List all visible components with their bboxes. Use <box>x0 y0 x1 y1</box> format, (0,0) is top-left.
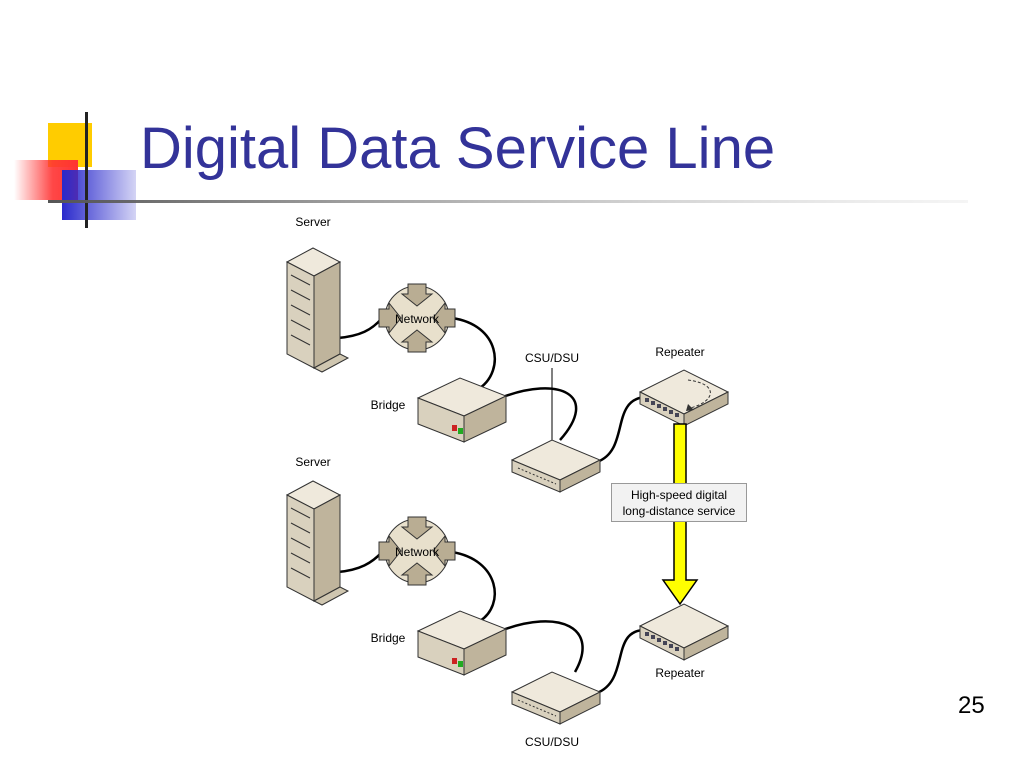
network-label: Network <box>395 312 440 326</box>
bridge-icon <box>416 610 508 676</box>
cable-network-bridge <box>451 316 496 390</box>
bridge-label: Bridge <box>371 631 406 645</box>
bridge-label: Bridge <box>371 398 406 412</box>
bottom-cables <box>337 550 646 695</box>
repeater-icon <box>638 603 730 661</box>
cable-bridge-csu <box>499 387 578 441</box>
callout-line-1: High-speed digital <box>630 488 728 502</box>
vertical-rule <box>85 112 88 228</box>
long-distance-callout: High-speed digital long-distance service <box>611 483 747 522</box>
bridge-icon <box>416 377 508 443</box>
server-label: Server <box>295 455 330 469</box>
csu-dsu-label: CSU/DSU <box>525 351 579 365</box>
cable-server-network-2 <box>337 551 383 574</box>
csu-dsu-icon <box>510 671 602 725</box>
yellow-block <box>48 123 92 167</box>
cable-bridge-csu-2 <box>499 620 584 673</box>
server-icon <box>285 480 350 606</box>
title-decoration <box>14 112 968 228</box>
cable-server-network <box>337 317 383 340</box>
title-underline <box>48 200 968 203</box>
csu-dsu-label: CSU/DSU <box>525 735 579 749</box>
repeater-label: Repeater <box>655 345 704 359</box>
server-icon <box>285 247 350 373</box>
slide-title: Digital Data Service Line <box>140 116 776 181</box>
network-label: Network <box>395 545 440 559</box>
network-icon <box>378 283 456 353</box>
repeater-label: Repeater <box>655 666 704 680</box>
cable-csu-repeater-2 <box>596 628 646 695</box>
csu-dsu-icon <box>510 439 602 493</box>
blue-block <box>62 170 136 220</box>
repeater-icon <box>638 369 730 427</box>
server-label: Server <box>295 215 330 229</box>
page-number: 25 <box>958 692 985 719</box>
network-icon <box>378 516 456 586</box>
cable-csu-repeater <box>596 395 646 464</box>
cable-network-bridge-2 <box>451 550 496 623</box>
callout-line-2: long-distance service <box>622 504 736 518</box>
